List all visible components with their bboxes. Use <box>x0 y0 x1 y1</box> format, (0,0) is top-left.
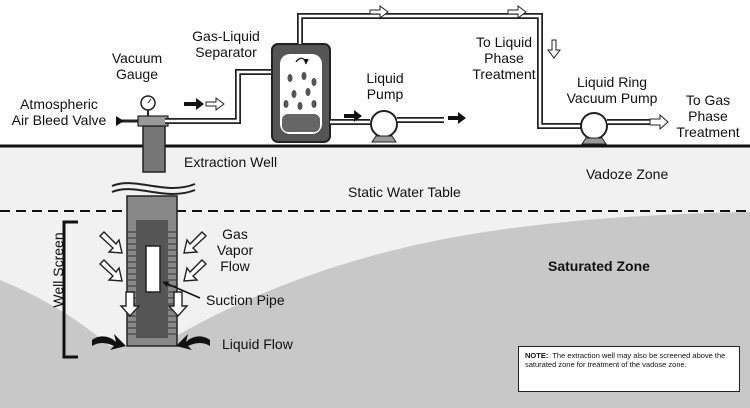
label-vadoze-zone: Vadoze Zone <box>586 166 669 182</box>
flow-arrow-white-gas-out <box>649 113 669 131</box>
well-screen-bracket <box>62 220 78 359</box>
label-line: Liquid <box>366 70 404 86</box>
label-line: Vacuum Pump <box>566 90 658 106</box>
label-line: Gas-Liquid <box>192 28 260 44</box>
suction-pipe <box>145 245 161 293</box>
label-line: Pump <box>366 86 404 102</box>
well-casing-upper <box>142 125 166 173</box>
label-gas-liquid-separator: Gas-Liquid Separator <box>186 28 266 60</box>
flow-arrow-black-1 <box>184 98 204 110</box>
liquid-pump-body <box>370 110 398 138</box>
label-extraction-well: Extraction Well <box>184 154 278 170</box>
suction-pointer-line <box>162 281 201 299</box>
note-box: NOTE:The extraction well may also be scr… <box>518 346 740 392</box>
label-line: Gas <box>222 226 248 242</box>
note-text: The extraction well may also be screened… <box>525 351 726 369</box>
label-line: Flow <box>220 258 250 274</box>
flow-arrow-black-2 <box>344 110 362 122</box>
well-cap <box>137 115 169 127</box>
label-liquid-ring-vacuum-pump: Liquid Ring Vacuum Pump <box>560 74 664 106</box>
flow-arrow-black-3 <box>448 112 466 124</box>
liquid-flow-arrow-left <box>92 334 126 350</box>
label-line: Air Bleed Valve <box>11 112 107 128</box>
flow-arrow-down <box>547 39 561 59</box>
air-bleed-arrow <box>116 116 124 126</box>
separator-droplets <box>283 72 317 110</box>
label-line: Separator <box>195 44 257 60</box>
label-line: Treatment <box>676 124 740 140</box>
label-suction-pipe: Suction Pipe <box>206 292 285 308</box>
vadoze-zone-band <box>0 146 750 210</box>
label-line: Gauge <box>115 66 159 82</box>
label-line: Treatment <box>472 66 536 82</box>
flow-arrow-white-1 <box>205 97 225 111</box>
liquid-flow-arrow-right <box>176 334 210 350</box>
label-line: Atmospheric <box>20 96 98 112</box>
liquid-ring-vacuum-pump-body <box>580 112 608 140</box>
label-liquid-pump: Liquid Pump <box>360 70 410 102</box>
label-line: To Gas <box>685 92 731 108</box>
label-line: Liquid Ring <box>576 74 648 90</box>
note-title: NOTE: <box>525 351 549 360</box>
label-well-screen: Well Screen <box>50 232 66 308</box>
pipe-well-to-separator <box>165 69 282 124</box>
separator-liquid <box>282 114 320 132</box>
label-gas-vapor-flow: Gas Vapor Flow <box>210 226 260 274</box>
label-static-water-table: Static Water Table <box>348 184 461 200</box>
label-line: Vapor <box>216 242 254 258</box>
gas-vapor-flow-arrows <box>98 231 208 318</box>
label-liquid-flow: Liquid Flow <box>222 336 293 352</box>
label-vacuum-gauge: Vacuum Gauge <box>104 50 170 82</box>
label-line: To Liquid <box>475 34 533 50</box>
flow-arrow-top-2 <box>507 5 527 19</box>
label-atmospheric-air-bleed-valve: Atmospheric Air Bleed Valve <box>4 96 114 128</box>
label-to-gas-phase-treatment: To Gas Phase Treatment <box>668 92 748 140</box>
label-line: Vacuum <box>111 50 163 66</box>
flow-arrow-top-1 <box>369 5 389 19</box>
label-to-liquid-phase-treatment: To Liquid Phase Treatment <box>464 34 544 82</box>
label-saturated-zone: Saturated Zone <box>548 258 650 274</box>
well-break-line <box>111 182 196 189</box>
label-line: Phase <box>484 50 524 66</box>
label-line: Phase <box>688 108 728 124</box>
